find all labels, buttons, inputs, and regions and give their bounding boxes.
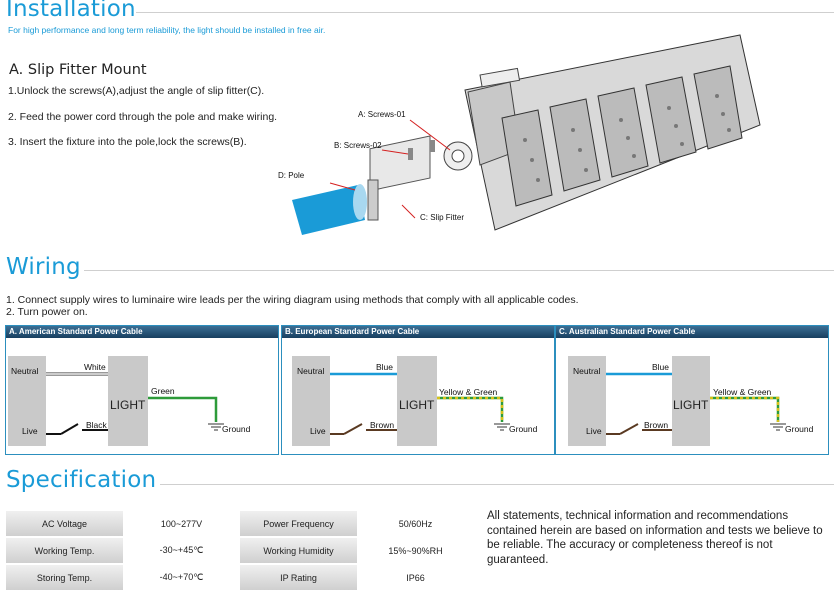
spec-value: 50/60Hz <box>357 511 474 538</box>
spec-key: IP Rating <box>240 564 357 592</box>
light-label: LIGHT <box>399 398 435 412</box>
specification-title: Specification <box>6 467 157 493</box>
specification-divider <box>160 484 834 485</box>
install-step-1: 1.Unlock the screws(A),adjust the angle … <box>8 85 265 97</box>
callout-screws-01: A: Screws-01 <box>358 110 406 119</box>
panel-header: C. Australian Standard Power Cable <box>556 326 828 338</box>
neutral-label: Neutral <box>11 366 39 376</box>
panel-wires <box>46 372 224 435</box>
panel-header: A. American Standard Power Cable <box>6 326 278 338</box>
light-box <box>672 356 710 446</box>
spec-key: Power Frequency <box>240 511 357 538</box>
disclaimer-text: All statements, technical information an… <box>487 510 823 566</box>
ground-label: Ground <box>785 424 814 434</box>
slip-fitter-shape <box>369 135 431 192</box>
spec-key: Storing Temp. <box>6 564 123 592</box>
source-box <box>8 356 46 446</box>
wire-top-label: Blue <box>376 362 394 372</box>
wire-ground-label: Yellow & Green <box>713 387 772 397</box>
callout-pole: D: Pole <box>278 171 305 180</box>
light-box <box>397 356 437 446</box>
live-label: Live <box>586 426 602 436</box>
wire-bottom-label: Brown <box>644 420 669 430</box>
spec-value: 15%~90%RH <box>357 537 474 565</box>
fixture-illustration <box>292 34 761 235</box>
install-step-3: 3. Insert the fixture into the pole,lock… <box>8 136 247 148</box>
panel-wires <box>330 372 510 435</box>
install-step-2: 2. Feed the power cord through the pole … <box>8 111 278 123</box>
panel-wires <box>606 372 786 435</box>
pole-shape <box>292 185 365 235</box>
light-label: LIGHT <box>110 398 146 412</box>
spec-value: -40~+70℃ <box>123 564 240 592</box>
callout-slip-fitter: C: Slip Fitter <box>420 213 465 222</box>
wiring-title: Wiring <box>6 254 81 280</box>
callout-screws-02: B: Screws-02 <box>334 141 382 150</box>
wire-top-label: White <box>84 362 106 372</box>
spec-value: 100~277V <box>123 511 240 538</box>
installation-divider <box>136 12 834 13</box>
spec-table: AC Voltage 100~277V Power Frequency 50/6… <box>6 511 474 592</box>
panel-header: B. European Standard Power Cable <box>282 326 554 338</box>
wire-bottom-label: Brown <box>370 420 395 430</box>
spec-value: -30~+45℃ <box>123 537 240 565</box>
wire-bottom-label: Black <box>86 420 107 430</box>
spec-key: AC Voltage <box>6 511 123 538</box>
ground-label: Ground <box>509 424 538 434</box>
table-row: AC Voltage 100~277V Power Frequency 50/6… <box>6 511 474 538</box>
ground-label: Ground <box>222 424 251 434</box>
spec-value: IP66 <box>357 564 474 592</box>
source-box <box>568 356 606 446</box>
live-label: Live <box>310 426 326 436</box>
wiring-note-2: 2. Turn power on. <box>6 306 88 318</box>
wiring-panel-australian: C. Australian Standard Power Cable Neutr… <box>555 325 829 455</box>
neutral-label: Neutral <box>573 366 601 376</box>
spec-key: Working Temp. <box>6 537 123 565</box>
wiring-divider <box>84 270 834 271</box>
table-row: Storing Temp. -40~+70℃ IP Rating IP66 <box>6 564 474 592</box>
wire-ground-label: Green <box>151 386 175 396</box>
slip-fitter-section-title: A. Slip Fitter Mount <box>9 62 147 78</box>
neutral-label: Neutral <box>297 366 325 376</box>
wiring-panel-european: B. European Standard Power Cable Neutral… <box>281 325 555 455</box>
wiring-panel-american: A. American Standard Power Cable Neutral… <box>5 325 279 455</box>
table-row: Working Temp. -30~+45℃ Working Humidity … <box>6 537 474 565</box>
spec-key: Working Humidity <box>240 537 357 565</box>
source-box <box>292 356 330 446</box>
live-label: Live <box>22 426 38 436</box>
wire-top-label: Blue <box>652 362 670 372</box>
installation-subtitle: For high performance and long term relia… <box>8 25 326 35</box>
light-label: LIGHT <box>673 398 709 412</box>
wire-ground-label: Yellow & Green <box>439 387 498 397</box>
wiring-note-1: 1. Connect supply wires to luminaire wir… <box>6 294 579 306</box>
light-box <box>108 356 148 446</box>
installation-title: Installation <box>6 0 136 22</box>
